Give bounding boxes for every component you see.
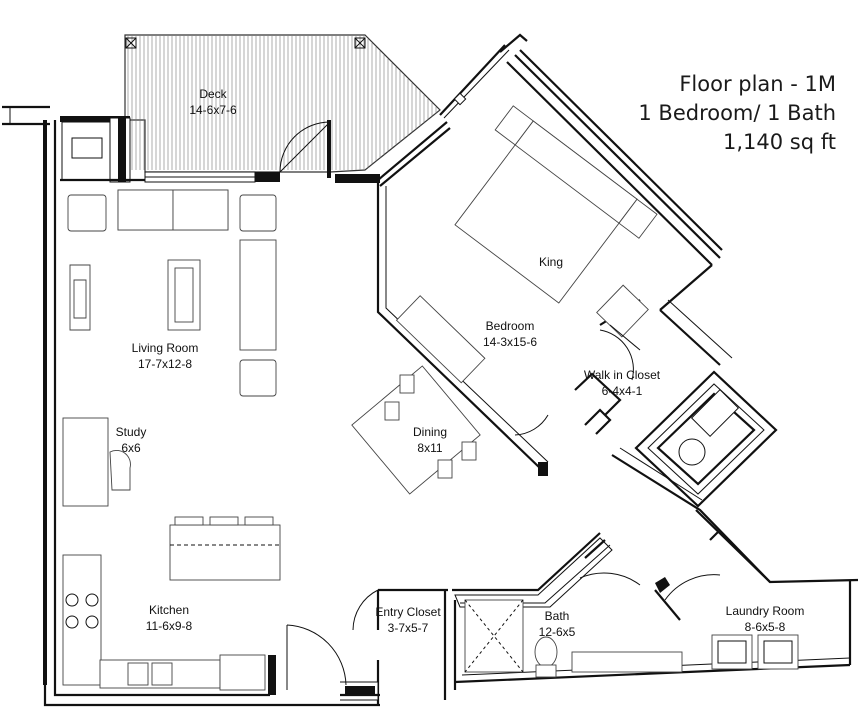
- toilet: [534, 636, 558, 668]
- deck-post-right: [354, 37, 366, 49]
- shower: [464, 599, 524, 673]
- study-label: Study: [116, 425, 147, 439]
- plan-title: Floor plan - 1M: [679, 72, 836, 96]
- plan-area: 1,140 sq ft: [723, 130, 836, 154]
- kitchen-label: Kitchen: [149, 603, 189, 617]
- walk-in-closet-size: 6-4x4-1: [602, 384, 643, 398]
- walk-in-closet-label: Walk in Closet: [584, 368, 661, 382]
- plan-unit-type: 1 Bedroom/ 1 Bath: [638, 101, 836, 125]
- laundry-room-label: Laundry Room: [726, 604, 805, 618]
- deck-label: Deck: [199, 87, 227, 101]
- laundry-fixtures: [711, 634, 799, 670]
- bedroom-size: 14-3x15-6: [483, 335, 537, 349]
- dining-label: Dining: [413, 425, 447, 439]
- study-size: 6x6: [121, 441, 141, 455]
- living-room-label: Living Room: [132, 341, 199, 355]
- living-room-size: 17-7x12-8: [138, 357, 192, 371]
- laundry-room-size: 8-6x5-8: [745, 620, 786, 634]
- entry-closet-label: Entry Closet: [375, 605, 441, 619]
- plan-title-block: Floor plan - 1M 1 Bedroom/ 1 Bath 1,140 …: [638, 70, 836, 157]
- deck-post-left: [125, 37, 137, 49]
- bedroom-furniture: [395, 105, 658, 384]
- vanity: [571, 651, 683, 673]
- living-room-furniture: [62, 189, 481, 691]
- room-labels: Deck 14-6x7-6 King Bedroom 14-3x15-6 Liv…: [116, 87, 805, 639]
- king-label: King: [539, 255, 563, 269]
- bath-size: 12-6x5: [539, 625, 576, 639]
- bedroom-label: Bedroom: [486, 319, 535, 333]
- bath-label: Bath: [545, 609, 570, 623]
- dining-size: 8x11: [417, 441, 442, 455]
- bath-fixtures: [464, 599, 683, 678]
- deck-area: [124, 34, 441, 173]
- deck-size: 14-6x7-6: [189, 103, 237, 117]
- entry-closet-size: 3-7x5-7: [388, 621, 429, 635]
- kitchen-size: 11-6x9-8: [146, 619, 193, 633]
- tub-unit: [634, 370, 778, 508]
